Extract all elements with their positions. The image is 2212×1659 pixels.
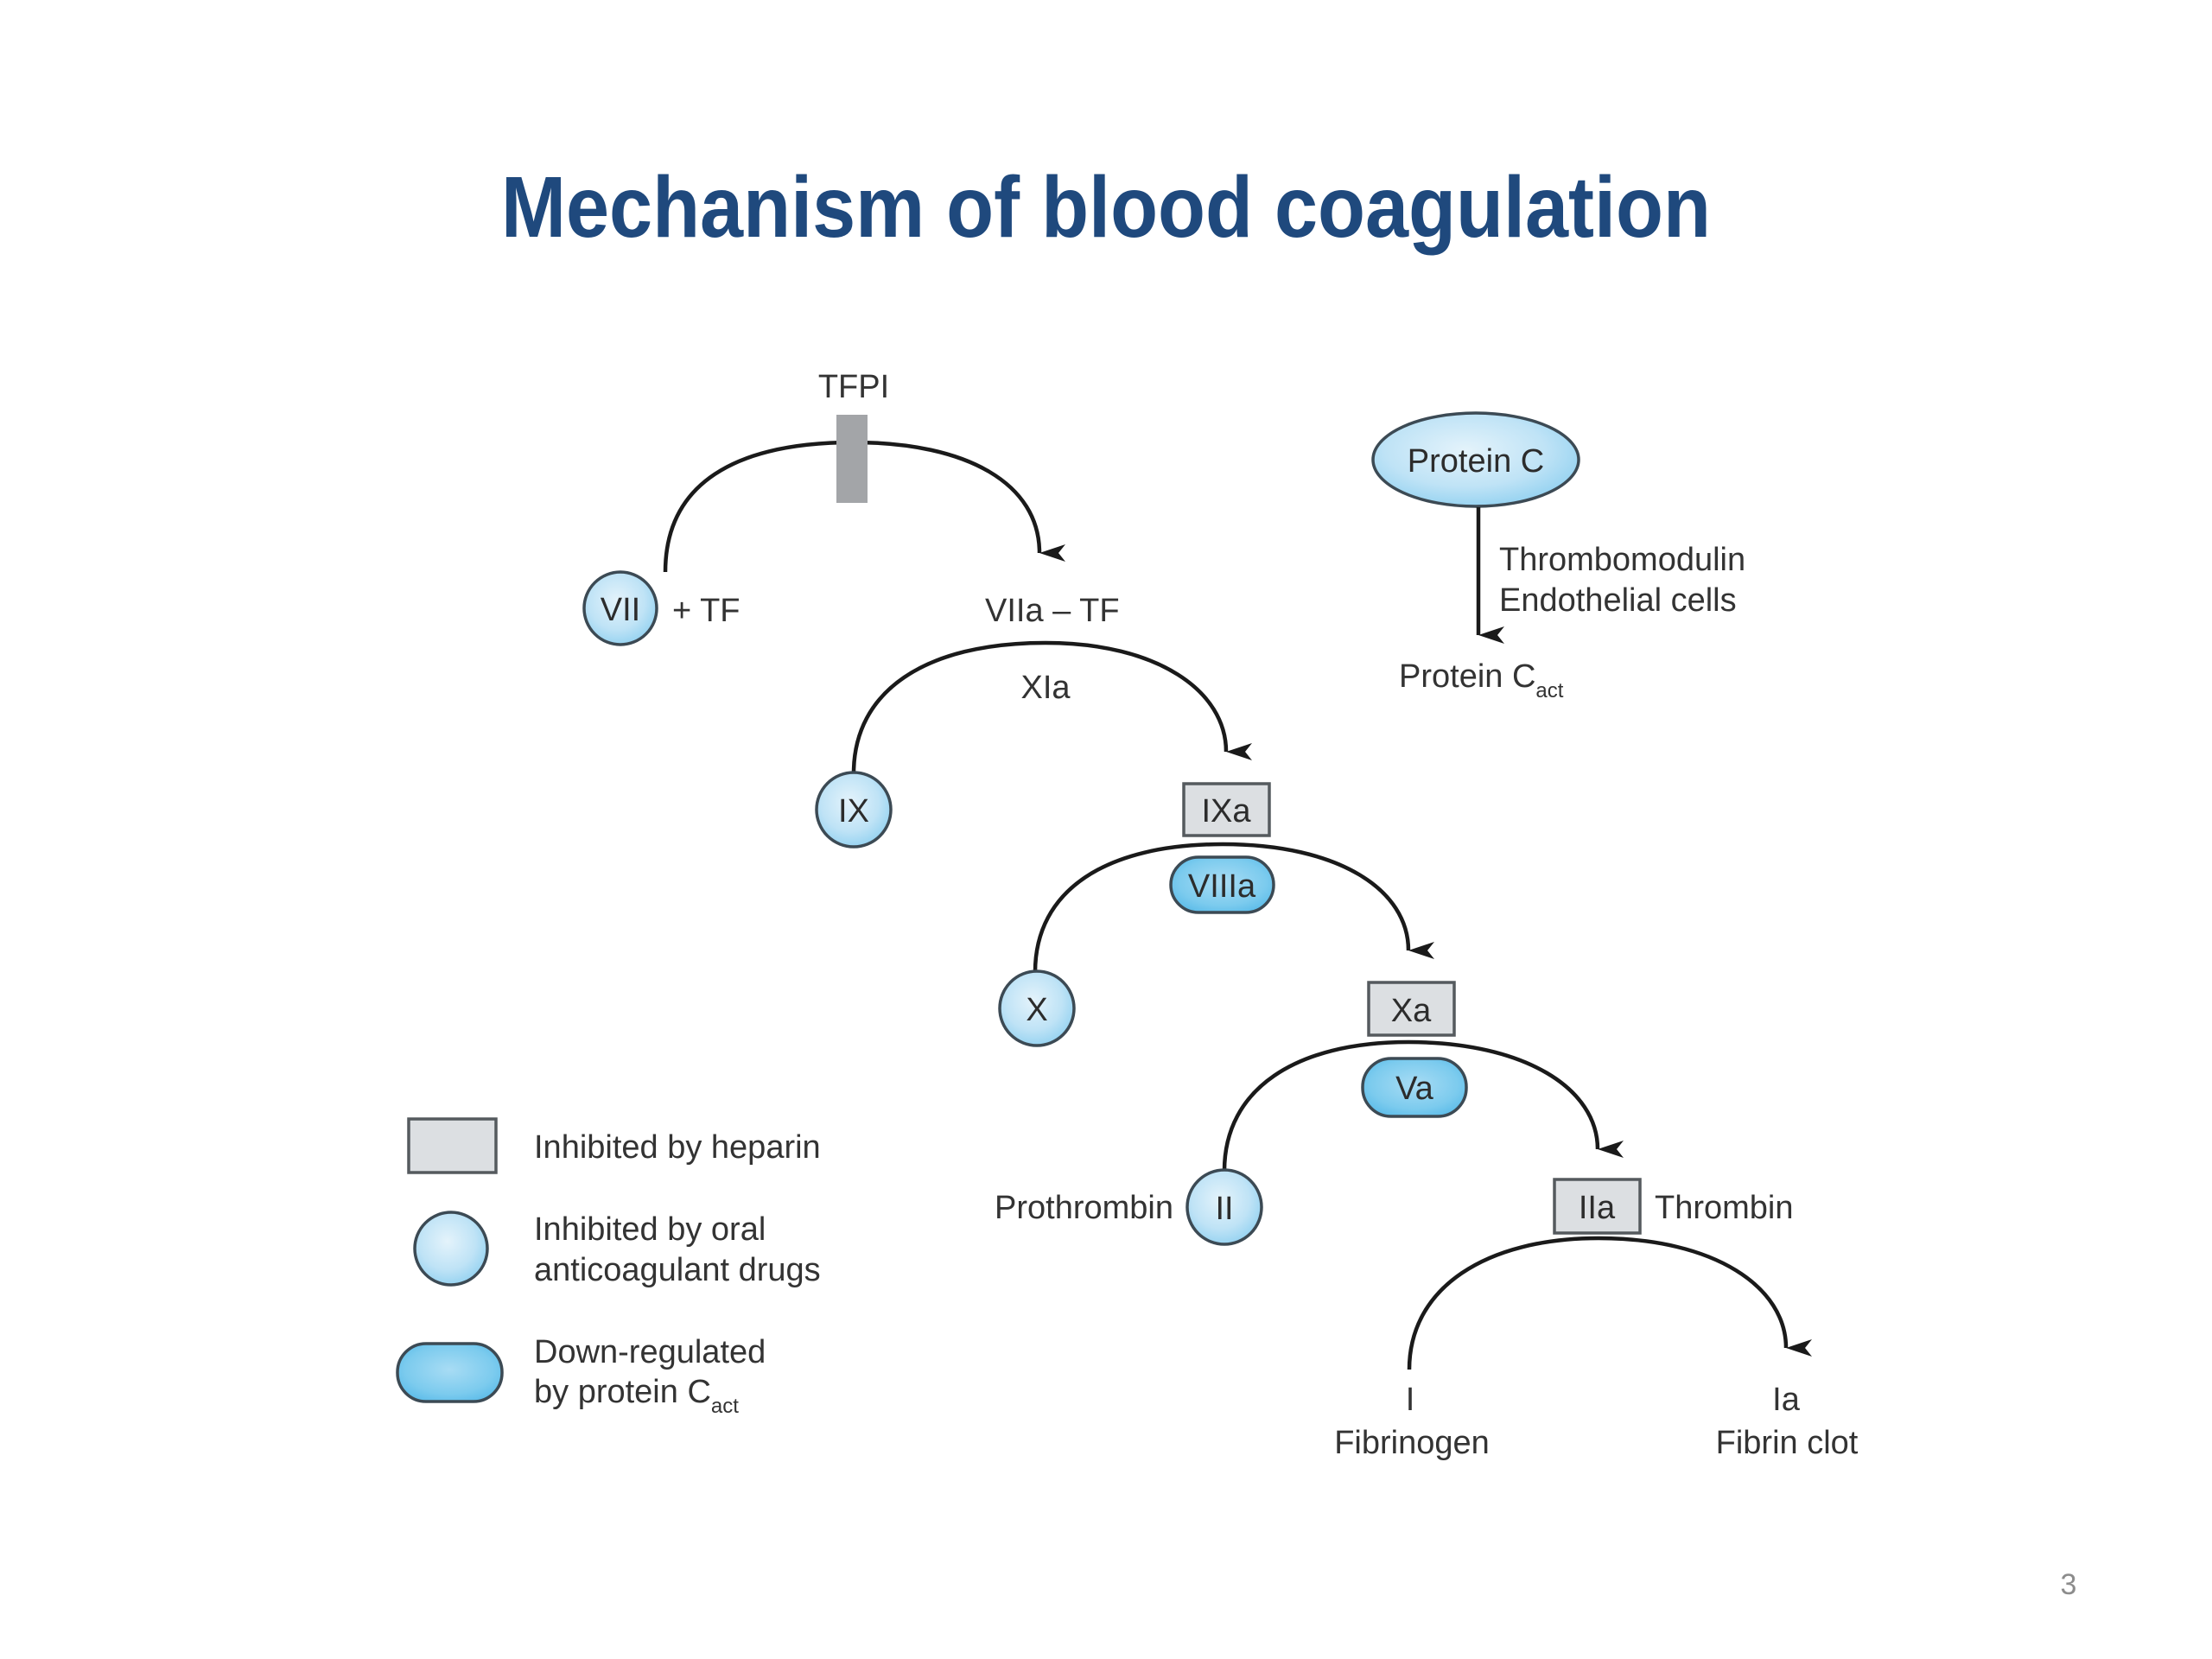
fibrinogen-label: Fibrinogen: [1334, 1425, 1490, 1461]
endothelial-cells-label: Endothelial cells: [1499, 582, 1737, 619]
node-xa-label: Xa: [1391, 993, 1432, 1029]
node-iia: [1553, 1178, 1642, 1235]
legend-protein-c-line2: by protein Cact: [534, 1374, 739, 1418]
node-va-label: Va: [1395, 1071, 1434, 1107]
legend-item-oral-anticoagulant: Inhibited by oral anticoagulant drugs: [413, 1211, 821, 1288]
node-vii-label: VII: [601, 592, 640, 628]
node-ixa: [1182, 782, 1271, 837]
slide-title: Mechanism of blood coagulation: [501, 160, 1711, 256]
tfpi-inhibitor-bar: [836, 415, 868, 503]
prothrombin-activation: Va Prothrombin II IIa Thrombin: [995, 1039, 1794, 1246]
factor-x-activation: VIIIa X Xa: [998, 842, 1456, 1047]
node-xa: [1367, 981, 1456, 1037]
factor-ix-activation: XIa IX IXa: [815, 640, 1271, 849]
node-ii: [1185, 1168, 1263, 1246]
fibrin-formation: I Ia Fibrinogen Fibrin clot: [1334, 1236, 1859, 1461]
legend-protein-c-subscript: act: [711, 1395, 739, 1418]
legend-circle-icon: [413, 1211, 489, 1287]
legend-rectangle-icon: [407, 1117, 498, 1174]
thrombomodulin-label: Thrombomodulin: [1499, 542, 1745, 578]
node-ix-label: IX: [838, 793, 869, 830]
node-x-label: X: [1026, 992, 1047, 1028]
legend-oral-line2: anticoagulant drugs: [534, 1252, 821, 1288]
arrow-x-to-xa: [1033, 842, 1435, 973]
arrow-i-to-ia: [1407, 1236, 1813, 1370]
legend-protein-c-line2-main: by protein C: [534, 1374, 711, 1410]
legend-pill-icon: [396, 1342, 504, 1403]
node-viiia: [1169, 855, 1275, 914]
node-va: [1361, 1057, 1468, 1118]
node-ixa-label: IXa: [1201, 793, 1251, 830]
node-i-label: I: [1406, 1382, 1415, 1418]
node-protein-c-label: Protein C: [1408, 443, 1544, 480]
node-iia-label: IIa: [1579, 1190, 1616, 1226]
node-vii: [582, 570, 658, 646]
arrow-ii-to-iia: [1222, 1039, 1624, 1172]
legend-item-heparin: Inhibited by heparin: [407, 1117, 821, 1174]
xia-label: XIa: [1020, 670, 1071, 706]
tfpi-label: TFPI: [818, 369, 889, 405]
legend-item-protein-c: Down-regulated by protein Cact: [396, 1334, 766, 1418]
legend-heparin-label: Inhibited by heparin: [534, 1129, 821, 1166]
prothrombin-label: Prothrombin: [995, 1190, 1173, 1226]
node-x: [998, 969, 1076, 1047]
node-ix: [815, 771, 893, 849]
protein-c-pathway: Protein C Thrombomodulin Endothelial cel…: [1371, 411, 1745, 702]
legend-protein-c-line1: Down-regulated: [534, 1334, 766, 1370]
protein-c-act-label: Protein Cact: [1399, 658, 1564, 702]
fibrin-clot-label: Fibrin clot: [1716, 1425, 1859, 1461]
node-protein-c: [1371, 411, 1580, 508]
node-ii-label: II: [1215, 1191, 1233, 1227]
legend-oral-line1: Inhibited by oral: [534, 1211, 766, 1248]
thrombin-label: Thrombin: [1655, 1190, 1794, 1226]
viia-tf-label: VIIa – TF: [985, 593, 1120, 629]
node-ia-label: Ia: [1772, 1382, 1801, 1418]
node-viiia-label: VIIIa: [1188, 868, 1256, 905]
protein-c-act-main: Protein C: [1399, 658, 1535, 695]
plus-tf-label: + TF: [672, 593, 741, 629]
legend: Inhibited by heparin Inhibited by oral a…: [396, 1117, 821, 1418]
protein-c-act-subscript: act: [1535, 679, 1563, 702]
arrow-ix-to-ixa: [851, 640, 1253, 774]
page-number: 3: [2061, 1568, 2077, 1601]
extrinsic-activation: TFPI VII + TF VIIa – TF: [582, 369, 1120, 646]
